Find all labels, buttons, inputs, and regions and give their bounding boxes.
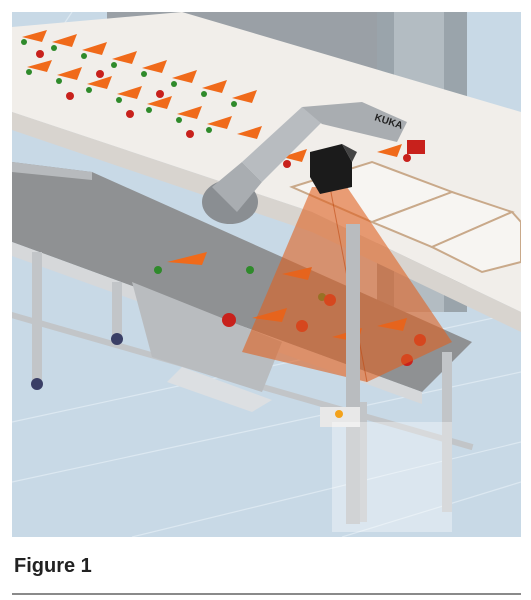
carrots-upper bbox=[21, 30, 411, 168]
camera-pole bbox=[346, 224, 360, 524]
vision-camera bbox=[310, 144, 357, 194]
conveyor-legs bbox=[32, 252, 452, 522]
product-trays bbox=[289, 160, 521, 274]
industrial-robot-arm: KUKA bbox=[202, 102, 425, 224]
simulation-scene: KUKA bbox=[12, 12, 521, 537]
caption-rule bbox=[12, 593, 521, 595]
figure-caption: Figure 1 bbox=[14, 555, 92, 577]
hopper bbox=[132, 282, 282, 392]
